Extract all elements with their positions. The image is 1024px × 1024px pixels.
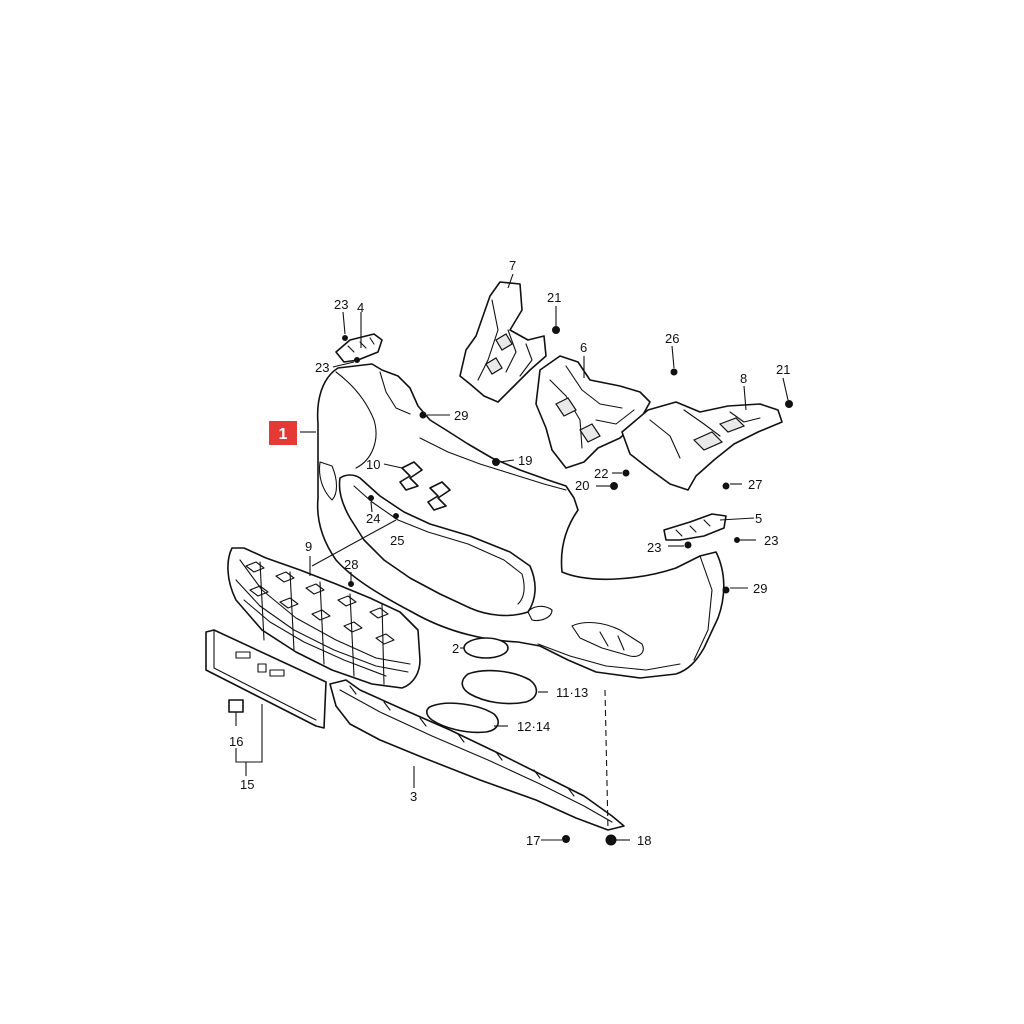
left-side-bracket [335, 333, 383, 363]
highlight-box [269, 421, 297, 445]
callout-12-14: 12·14 [517, 719, 550, 734]
front-grille [227, 547, 421, 689]
callout-6: 6 [580, 340, 587, 355]
callout-15: 15 [240, 777, 254, 792]
license-plate-bracket [205, 629, 327, 729]
callout-27: 27 [748, 477, 762, 492]
callout-9: 9 [305, 539, 312, 554]
callout-23-a: 23 [334, 297, 348, 312]
lower-lip-spoiler [329, 679, 625, 831]
callout-24: 24 [366, 511, 380, 526]
callout-16: 16 [229, 734, 243, 749]
highlight-label: 1 [279, 426, 288, 443]
right-side-bracket [663, 513, 727, 541]
callout-3: 3 [410, 789, 417, 804]
callout-8: 8 [740, 371, 747, 386]
callout-23-b: 23 [315, 360, 329, 375]
callout-10: 10 [366, 457, 380, 472]
callout-11-13: 11·13 [556, 685, 588, 700]
fog-lamp-cover-lower [425, 702, 499, 734]
callout-2: 2 [452, 641, 459, 656]
callout-21-b: 21 [776, 362, 790, 377]
callout-19: 19 [518, 453, 532, 468]
callout-labels: 2 3 4 5 6 7 8 9 10 11·13 12·14 15 16 17 … [229, 258, 790, 848]
callout-23-c: 23 [647, 540, 661, 555]
callout-7: 7 [509, 258, 516, 273]
callout-29-a: 29 [454, 408, 468, 423]
callout-17: 17 [526, 833, 540, 848]
callout-29-b: 29 [753, 581, 767, 596]
highlight-marker: 1 [269, 421, 297, 445]
fog-lamp-cover-upper [461, 669, 538, 705]
callout-25: 25 [390, 533, 404, 548]
callout-23-d: 23 [764, 533, 778, 548]
callout-21-a: 21 [547, 290, 561, 305]
fasteners [342, 326, 793, 846]
plate-clip [228, 699, 244, 713]
callout-5: 5 [755, 511, 762, 526]
callout-22: 22 [594, 466, 608, 481]
front-bumper-cover [316, 363, 725, 679]
callout-20: 20 [575, 478, 589, 493]
callout-26: 26 [665, 331, 679, 346]
callout-18: 18 [637, 833, 651, 848]
emblem [399, 461, 451, 511]
left-upper-bracket [459, 281, 547, 403]
right-upper-bracket [621, 401, 783, 491]
tow-hook-cover [463, 637, 509, 659]
callout-28: 28 [344, 557, 358, 572]
callout-4: 4 [357, 300, 364, 315]
leader-lines [235, 273, 789, 841]
